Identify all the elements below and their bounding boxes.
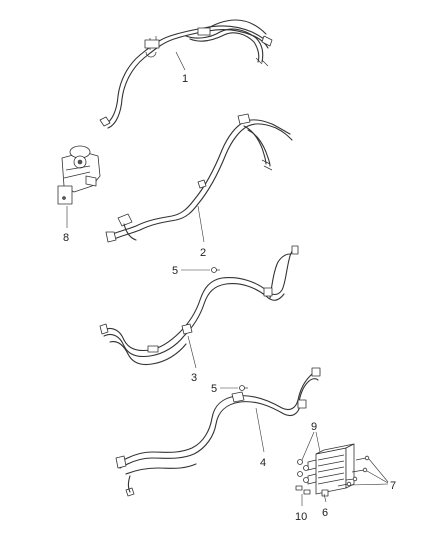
callout-5-lower: 5 [211,383,217,395]
callout-10: 10 [295,511,307,523]
leader-9a [301,431,315,461]
callout-2: 2 [200,247,206,259]
leader-7a [368,458,389,483]
leader-7b [366,470,389,484]
callout-3: 3 [191,372,197,384]
hose-assembly-1 [99,19,273,129]
callout-8: 8 [63,232,69,244]
tube-assembly-2 [105,113,293,243]
fittings-9 [297,459,309,483]
leader-9b [315,431,321,453]
callout-4: 4 [260,457,266,469]
fastener-5-lower [239,385,248,391]
callout-7: 7 [390,480,396,492]
leader-6 [323,493,327,503]
leader-1 [175,51,186,71]
tube-assembly-4 [115,367,321,497]
callout-5-upper: 5 [172,265,178,277]
bolts-7 [337,455,370,487]
leader-2 [197,205,205,243]
cooler-6 [307,443,355,497]
leader-7c [350,483,389,486]
callout-9: 9 [311,421,317,433]
leader-4 [255,407,265,453]
callout-1: 1 [182,73,188,85]
component-8 [57,145,101,205]
leader-3 [187,335,197,369]
tube-assembly-3 [99,245,299,366]
fittings-10 [295,485,311,495]
fastener-5-upper [211,267,220,273]
callout-6: 6 [322,507,328,519]
